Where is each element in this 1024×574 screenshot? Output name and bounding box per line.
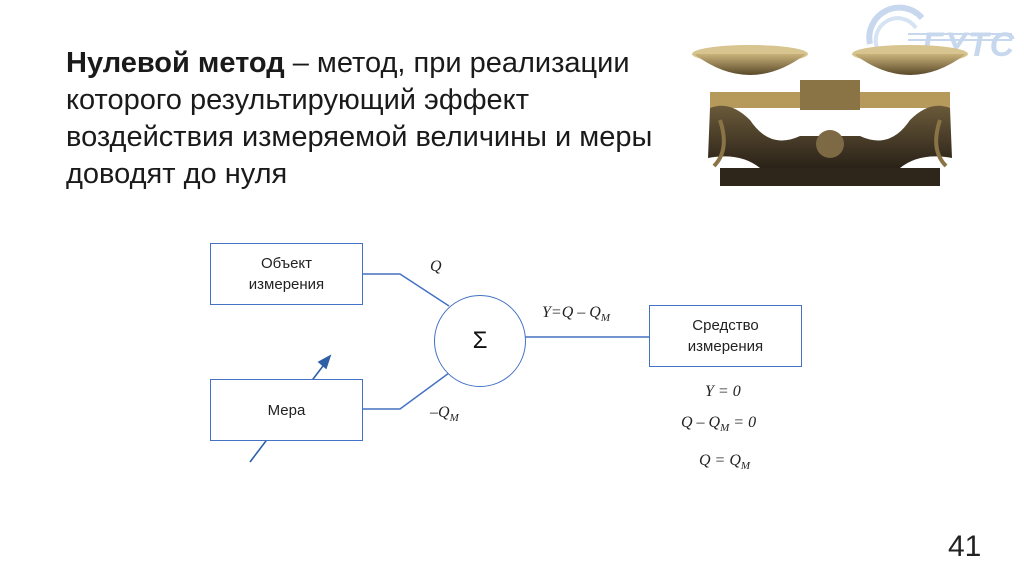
signal-q-label: Q <box>430 258 442 276</box>
signal-y-label: Y=Q – QM <box>542 304 610 324</box>
object-to-sum-line <box>361 274 449 306</box>
object-of-measurement-box: Объект измерения <box>210 243 363 305</box>
equation-q-equals-qm: Q = QM <box>699 452 750 472</box>
measure-box: Мера <box>210 379 363 441</box>
equation-y-zero: Y = 0 <box>705 383 741 401</box>
instrument-box-line2: измерения <box>688 336 763 357</box>
sigma-symbol: Σ <box>473 327 488 355</box>
equation-difference-zero: Q – QM = 0 <box>681 414 756 434</box>
object-box-line1: Объект <box>249 253 324 274</box>
page-number: 41 <box>948 530 981 564</box>
summator-circle: Σ <box>434 295 526 387</box>
measuring-instrument-box: Средство измерения <box>649 305 802 367</box>
measure-box-label: Мера <box>268 400 306 421</box>
signal-qm-label: –QM <box>430 404 459 424</box>
object-box-line2: измерения <box>249 274 324 295</box>
arrow-head <box>319 356 330 368</box>
instrument-box-line1: Средство <box>688 315 763 336</box>
